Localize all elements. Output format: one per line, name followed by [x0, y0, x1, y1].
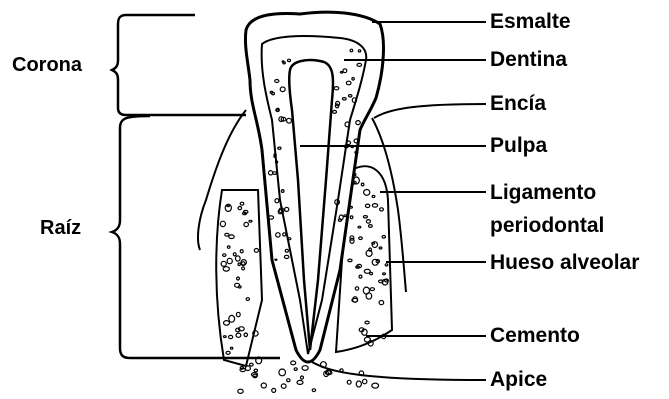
stipple-mark [279, 369, 286, 376]
label-ligament-line2: periodontal [490, 214, 604, 238]
label-cementum: Cemento [490, 324, 580, 348]
label-bone: Hueso alveolar [490, 251, 639, 275]
stipple-mark [363, 379, 367, 384]
stipple-mark [291, 361, 296, 365]
stipple-mark [356, 381, 361, 387]
stipple-mark [297, 380, 303, 384]
stipple-mark [272, 388, 276, 392]
stipple-mark [245, 366, 250, 371]
stipple-mark [312, 389, 315, 392]
crown-brace [112, 15, 246, 115]
label-enamel: Esmalte [490, 10, 571, 34]
label-gum: Encía [490, 92, 546, 116]
stipple-mark [287, 379, 290, 382]
stipple-mark [301, 376, 304, 379]
stipple-mark [261, 383, 266, 388]
label-crown: Corona [12, 53, 82, 77]
stipple-mark [281, 384, 286, 388]
label-root: Raíz [40, 216, 81, 240]
label-ligament-line1: Ligamento [490, 181, 596, 205]
label-pulp: Pulpa [490, 134, 547, 158]
stipple-mark [294, 368, 297, 371]
label-dentin: Dentina [490, 48, 567, 72]
stipple-mark [238, 389, 243, 393]
stipple-mark [254, 369, 257, 372]
stipple-mark [372, 383, 379, 388]
stipple-mark [275, 259, 277, 260]
stipple-mark [250, 363, 254, 366]
stipple-mark [302, 366, 308, 371]
label-apex: Apice [490, 368, 547, 392]
stipple-mark [347, 380, 351, 384]
